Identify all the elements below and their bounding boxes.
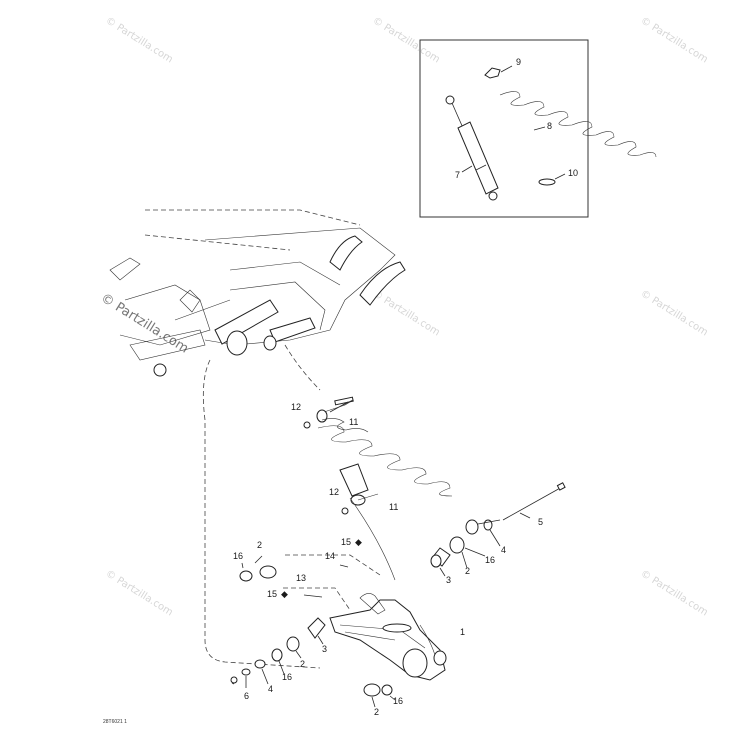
callout-13: 13 [296, 573, 306, 583]
leader-line [461, 165, 473, 173]
swing-arm-part-1 [329, 593, 447, 681]
left-bushings [230, 554, 396, 708]
callout-2: 2 [374, 707, 379, 717]
callout-16: 16 [282, 672, 292, 682]
callout-3: 3 [446, 575, 451, 585]
callout-16: 16 [393, 696, 403, 706]
watermark-text: © Partzilla.com [638, 15, 709, 65]
chassis-frame [109, 209, 406, 669]
callout-16: 16 [485, 555, 495, 565]
callout-15-drop-icon: ◆ [281, 589, 288, 599]
inset-frame [419, 39, 589, 218]
callout-12: 12 [291, 402, 301, 412]
callout-4: 4 [501, 545, 506, 555]
shock-absorber-assembly [303, 396, 453, 581]
watermark-text: © Partzilla.com [103, 568, 174, 618]
watermark-text: © Partzilla.com [98, 291, 191, 357]
coil-spring-part-8 [499, 91, 657, 158]
callout-4: 4 [268, 684, 273, 694]
callout-labels: 1 2 2 2 2 3 3 4 4 5 6 7 8 9 10 11 11 12 … [233, 57, 578, 717]
callout-15: 15 [341, 537, 351, 547]
watermarks: © Partzilla.com © Partzilla.com © Partzi… [98, 15, 710, 618]
leader-line [500, 65, 513, 73]
spring-stopper-part-9 [484, 67, 501, 79]
spring-clip-part-10 [538, 178, 556, 186]
bolt-part-5 [502, 482, 566, 521]
watermark-text: © Partzilla.com [370, 288, 441, 338]
callout-6: 6 [244, 691, 249, 701]
callout-9: 9 [516, 57, 521, 67]
callout-15-drop-icon: ◆ [355, 537, 362, 547]
right-bushings [430, 519, 501, 577]
callout-3: 3 [322, 644, 327, 654]
callout-5: 5 [538, 517, 543, 527]
drawing-code: 28T6021 1 [103, 719, 127, 725]
callout-11: 11 [389, 502, 398, 512]
callout-2: 2 [300, 659, 305, 669]
leader-line [554, 173, 566, 180]
callout-14: 14 [325, 551, 335, 561]
callout-8: 8 [547, 121, 552, 131]
watermark-text: © Partzilla.com [638, 568, 709, 618]
callout-2: 2 [257, 540, 262, 550]
watermark-text: © Partzilla.com [103, 15, 174, 65]
callout-2: 2 [465, 566, 470, 576]
callout-16: 16 [233, 551, 243, 561]
callout-11: 11 [349, 417, 358, 427]
watermark-text: © Partzilla.com [638, 288, 709, 338]
callout-10: 10 [568, 168, 578, 178]
callout-1: 1 [460, 627, 465, 637]
callout-7: 7 [455, 170, 460, 180]
callout-12: 12 [329, 487, 339, 497]
leader-line [533, 126, 546, 131]
callout-15: 15 [267, 589, 277, 599]
inset-shock-breakdown [419, 39, 657, 218]
shock-body-part-7 [445, 95, 499, 201]
